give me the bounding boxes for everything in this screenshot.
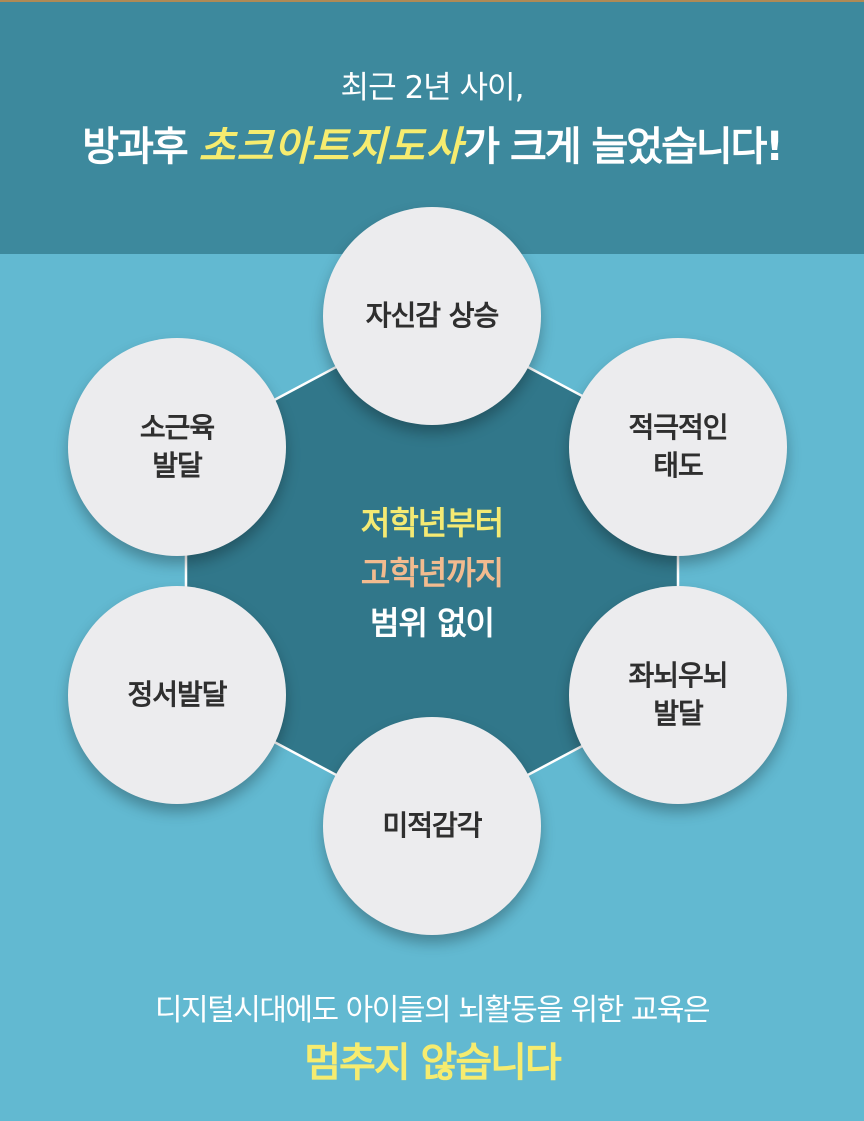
center-message: 저학년부터 고학년까지 범위 없이 — [282, 498, 582, 648]
top-accent-line — [0, 0, 864, 2]
header-title-prefix: 방과후 — [82, 124, 199, 170]
footer-headline: 멈추지 않습니다 — [304, 1040, 562, 1086]
header-title-highlight: 초크아트지도사 — [198, 124, 464, 170]
benefit-label: 미적감각 — [382, 809, 482, 842]
benefit-circle-aesthetic-sense: 미적감각 — [323, 717, 541, 935]
header-title: 방과후 초크아트지도사가 크게 늘었습니다! — [0, 114, 864, 172]
center-line-3: 범위 없이 — [370, 604, 495, 642]
center-line-1: 저학년부터 — [360, 504, 504, 542]
benefit-label: 자신감 상승 — [365, 299, 500, 332]
header-title-suffix: 가 크게 늘었습니다! — [463, 124, 783, 170]
header-subtitle: 최근 2년 사이, — [340, 70, 525, 106]
benefit-circle-emotional-development: 정서발달 — [68, 586, 286, 804]
footer-text: 디지털시대에도 아이들의 뇌활동을 위한 교육은 — [154, 993, 711, 1028]
benefit-label: 정서발달 — [127, 678, 227, 711]
center-line-2: 고학년까지 — [360, 554, 504, 592]
benefit-circle-confidence: 자신감 상승 — [323, 207, 541, 425]
